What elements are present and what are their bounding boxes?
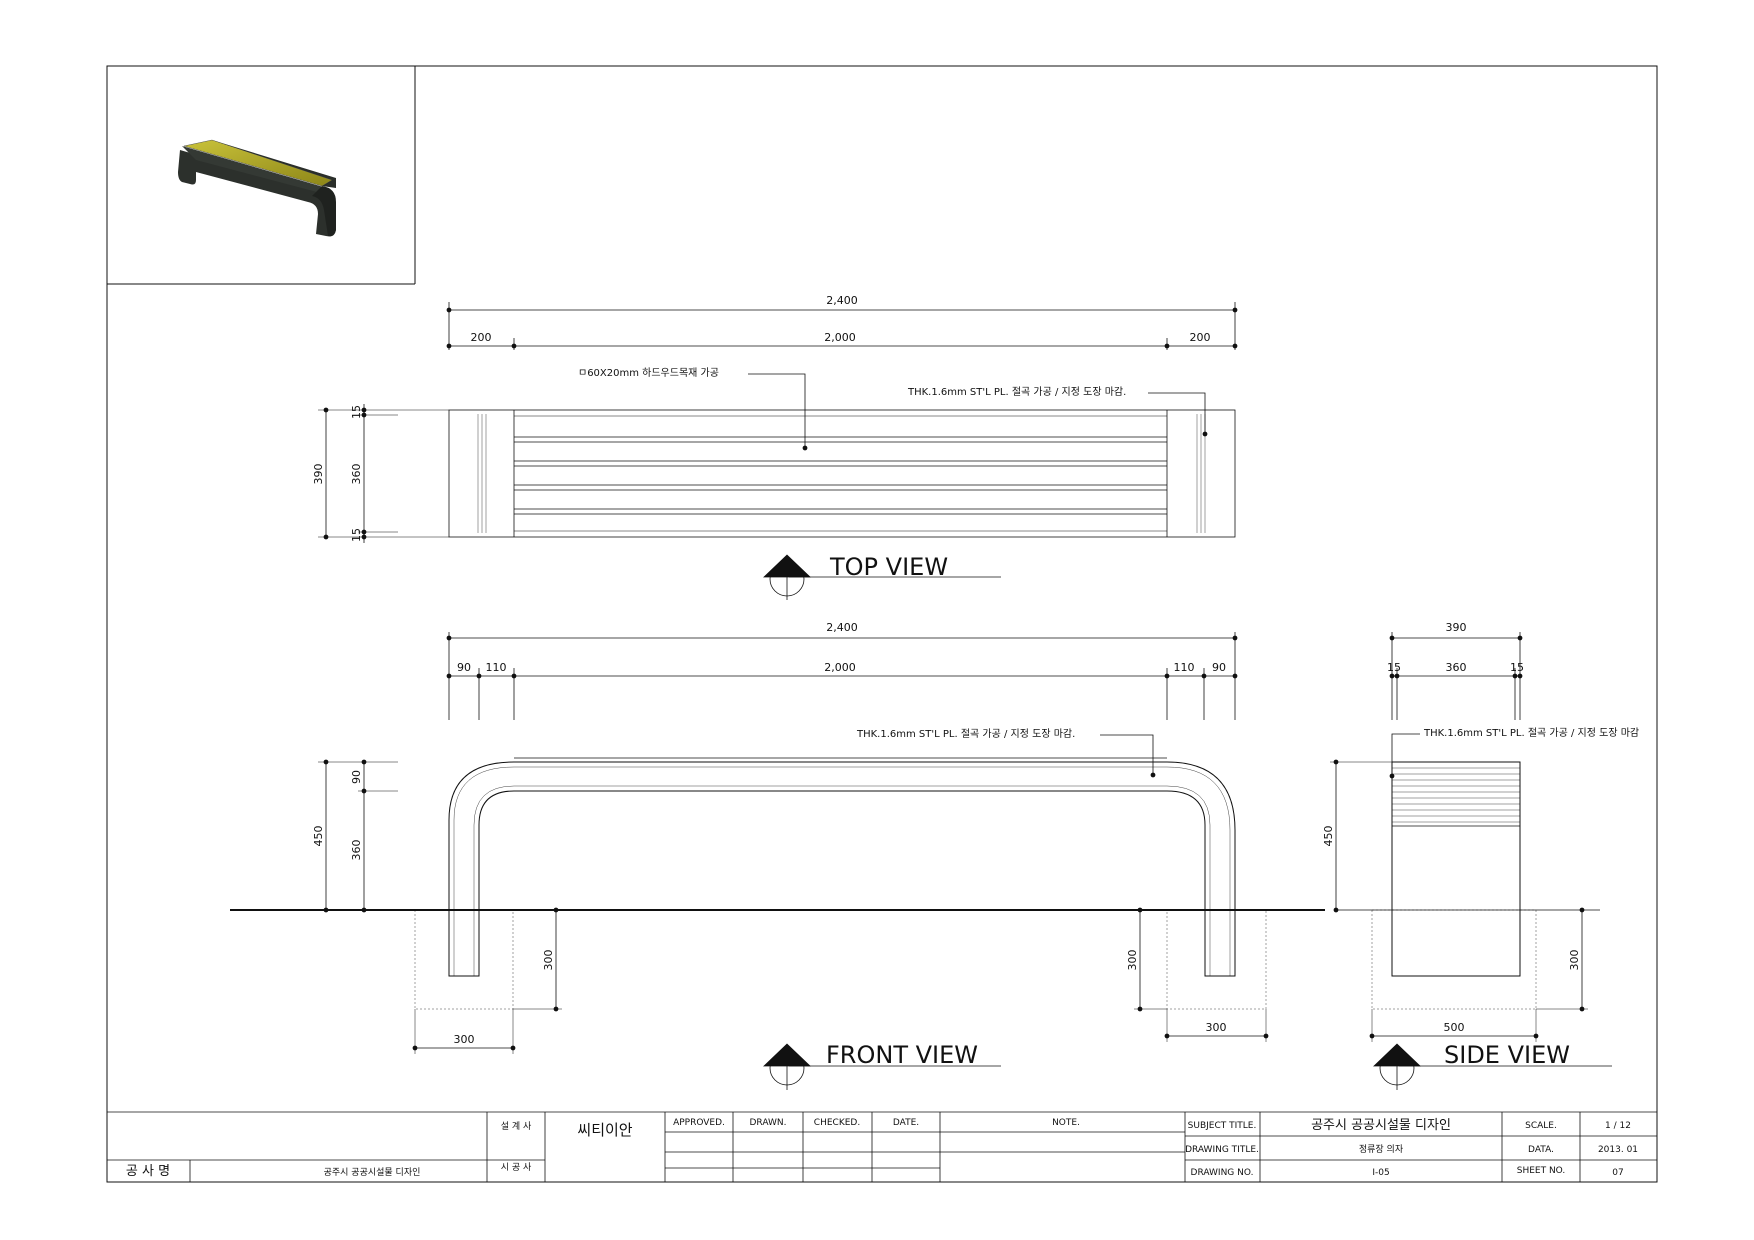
scale-value: 1 / 12 xyxy=(1605,1121,1631,1131)
sheet-border xyxy=(106,65,1658,1183)
drawing-no-label: DRAWING NO. xyxy=(1191,1168,1254,1178)
side-dim-mid: 360 xyxy=(1446,661,1467,674)
top-dim-edge-bottom: 15 xyxy=(350,528,363,542)
front-dim-footing-width-right: 300 xyxy=(1206,1021,1227,1034)
front-dim-height: 450 xyxy=(312,826,325,847)
front-dim-leg: 360 xyxy=(350,840,363,861)
front-dim-footing-left-depth: 300 xyxy=(1126,950,1139,971)
front-dim-l2: 110 xyxy=(486,661,507,674)
top-dim-overall: 2,400 xyxy=(826,294,858,307)
front-dim-overall: 2,400 xyxy=(826,621,858,634)
front-dim-mid: 2,000 xyxy=(824,661,856,674)
designer-value: 씨티이안 xyxy=(577,1121,632,1139)
top-view-labels: 2,400 200 2,000 200 390 15 360 15 ㅁ60X20… xyxy=(312,294,1211,581)
data-label: DATA. xyxy=(1528,1145,1554,1155)
title-block-text: 설 계 사 씨티이안 시 공 사 공 사 명 공주시 공공시설물 디자인 APP… xyxy=(126,1118,1638,1179)
checked-label: CHECKED. xyxy=(814,1118,860,1128)
top-note-wood: ㅁ60X20mm 하드우드목재 가공 xyxy=(578,366,719,379)
drawn-label: DRAWN. xyxy=(750,1118,787,1128)
project-label: 공 사 명 xyxy=(126,1164,170,1179)
front-view-title: FRONT VIEW xyxy=(826,1041,978,1069)
side-dim-footing-width: 500 xyxy=(1444,1021,1465,1034)
front-dim-footing-depth: 300 xyxy=(542,950,555,971)
front-dim-top: 90 xyxy=(350,770,363,784)
sheet-no-value: 07 xyxy=(1612,1168,1623,1178)
front-note-steel: THK.1.6mm ST'L PL. 절곡 가공 / 지정 도장 마감. xyxy=(856,727,1075,740)
drawing-no-value: I-05 xyxy=(1372,1168,1389,1178)
subject-title-value: 공주시 공공시설물 디자인 xyxy=(1311,1118,1451,1133)
title-block xyxy=(107,1111,1657,1182)
side-view-labels: 390 15 360 15 450 300 500 THK.1.6mm ST'L… xyxy=(1322,621,1639,1069)
top-dim-edge-top: 15 xyxy=(350,405,363,419)
front-view xyxy=(230,632,1325,1090)
top-note-steel: THK.1.6mm ST'L PL. 절곡 가공 / 지정 도장 마감. xyxy=(907,385,1126,398)
side-view xyxy=(1330,632,1612,1090)
scale-label: SCALE. xyxy=(1525,1121,1557,1131)
side-dim-right: 15 xyxy=(1510,661,1524,674)
subject-title-label: SUBJECT TITLE. xyxy=(1188,1121,1257,1131)
perspective-render xyxy=(107,66,416,285)
front-dim-footing-width-left: 300 xyxy=(454,1033,475,1046)
side-dim-overall: 390 xyxy=(1446,621,1467,634)
side-note-steel: THK.1.6mm ST'L PL. 절곡 가공 / 지정 도장 마감 xyxy=(1423,726,1639,739)
approved-label: APPROVED. xyxy=(673,1118,725,1128)
sheet-no-label: SHEET NO. xyxy=(1517,1166,1566,1176)
drawing-title-label: DRAWING TITLE. xyxy=(1185,1145,1259,1155)
top-dim-right: 200 xyxy=(1190,331,1211,344)
front-dim-l1: 90 xyxy=(457,661,471,674)
side-dim-height: 450 xyxy=(1322,826,1335,847)
date-label: DATE. xyxy=(893,1118,919,1128)
side-view-title: SIDE VIEW xyxy=(1444,1041,1570,1069)
builder-label: 시 공 사 xyxy=(501,1162,532,1173)
top-dim-mid: 2,000 xyxy=(824,331,856,344)
drawing-title-value: 정류장 의자 xyxy=(1359,1144,1404,1155)
top-view-title: TOP VIEW xyxy=(829,553,948,581)
designer-label: 설 계 사 xyxy=(501,1120,532,1132)
top-dim-left: 200 xyxy=(471,331,492,344)
data-value: 2013. 01 xyxy=(1598,1145,1638,1155)
front-view-labels: 2,400 90 110 2,000 110 90 450 90 360 300… xyxy=(312,621,1227,1069)
note-label: NOTE. xyxy=(1052,1118,1080,1128)
top-dim-inner: 360 xyxy=(350,464,363,485)
top-dim-depth: 390 xyxy=(312,464,325,485)
front-dim-r2: 110 xyxy=(1174,661,1195,674)
side-dim-left: 15 xyxy=(1387,661,1401,674)
side-dim-footing-depth: 300 xyxy=(1568,950,1581,971)
top-view xyxy=(318,302,1238,600)
front-dim-r1: 90 xyxy=(1212,661,1226,674)
project-value: 공주시 공공시설물 디자인 xyxy=(324,1167,421,1178)
